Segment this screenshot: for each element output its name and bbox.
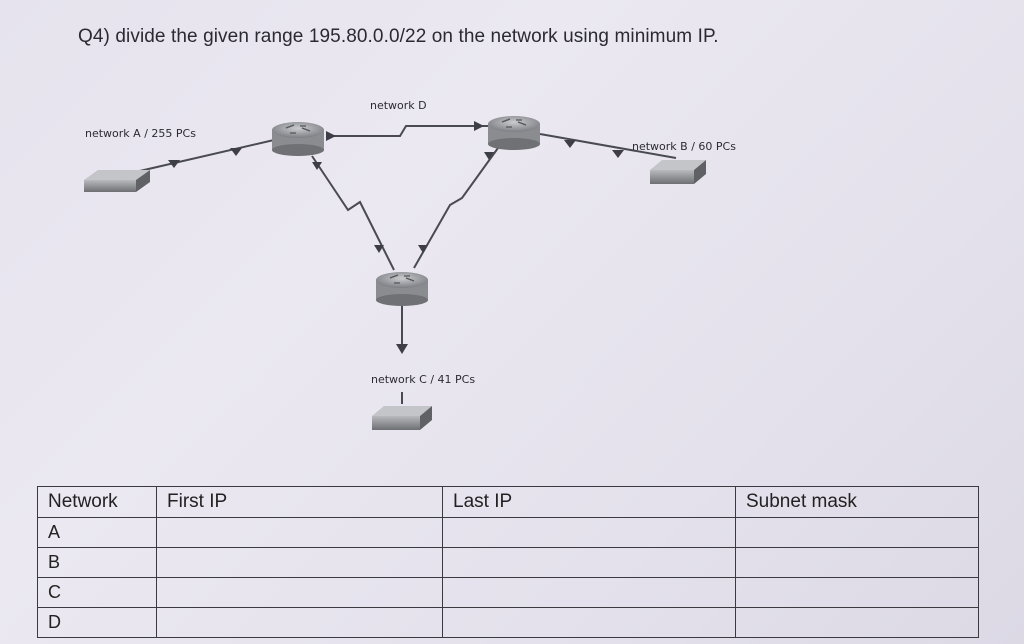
network-c-label: network C / 41 PCs [371, 373, 476, 386]
row-network-cell: A [37, 517, 157, 548]
row-network-cell: C [37, 577, 157, 608]
port-marker [418, 245, 428, 253]
port-marker [326, 131, 336, 141]
table-row: A [37, 517, 979, 548]
first-ip-cell [156, 547, 443, 578]
last-ip-cell [442, 517, 736, 548]
subnet-mask-cell [735, 547, 979, 578]
table-row: B [37, 547, 979, 578]
port-marker [374, 245, 384, 253]
first-ip-cell [156, 607, 443, 638]
question-text: Q4) divide the given range 195.80.0.0/22… [78, 26, 719, 47]
header-last-ip: Last IP [442, 486, 736, 518]
network-b-label: network B / 60 PCs [632, 140, 736, 153]
header-first-ip: First IP [156, 486, 443, 518]
switch-b-icon [650, 160, 706, 184]
first-ip-cell [156, 517, 443, 548]
row-network-cell: D [37, 607, 157, 638]
link-router-2-switch-b [539, 133, 677, 159]
header-network: Network [37, 486, 157, 518]
port-marker [396, 344, 408, 354]
link-router-1-router-3-serial [311, 155, 395, 271]
port-marker [168, 160, 180, 168]
port-marker [230, 148, 242, 156]
table-header-row: Network First IP Last IP Subnet mask [37, 486, 979, 518]
network-d-label: network D [370, 99, 427, 112]
port-marker [312, 162, 322, 170]
subnet-mask-cell [735, 607, 979, 638]
router-2-icon [488, 116, 540, 150]
link-port-markers [168, 121, 624, 354]
port-marker [484, 152, 494, 160]
network-a-label: network A / 255 PCs [85, 127, 196, 140]
router-3-icon [376, 272, 428, 306]
last-ip-cell [442, 547, 736, 578]
subnet-table: Network First IP Last IP Subnet mask A B… [37, 486, 979, 638]
subnet-mask-cell [735, 577, 979, 608]
first-ip-cell [156, 577, 443, 608]
port-marker [612, 150, 624, 158]
link-router-1-router-2-serial [326, 125, 490, 137]
network-topology-diagram [84, 116, 706, 430]
last-ip-cell [442, 607, 736, 638]
link-router-2-router-3-serial [413, 147, 499, 269]
row-network-cell: B [37, 547, 157, 578]
port-marker [564, 140, 576, 148]
table-row: C [37, 577, 979, 608]
header-subnet-mask: Subnet mask [735, 486, 979, 518]
switch-c-icon [372, 406, 432, 430]
router-1-icon [272, 122, 324, 156]
network-links [117, 125, 677, 404]
last-ip-cell [442, 577, 736, 608]
table-row: D [37, 607, 979, 638]
subnet-mask-cell [735, 517, 979, 548]
port-marker [474, 121, 484, 131]
switch-a-icon [84, 170, 150, 192]
